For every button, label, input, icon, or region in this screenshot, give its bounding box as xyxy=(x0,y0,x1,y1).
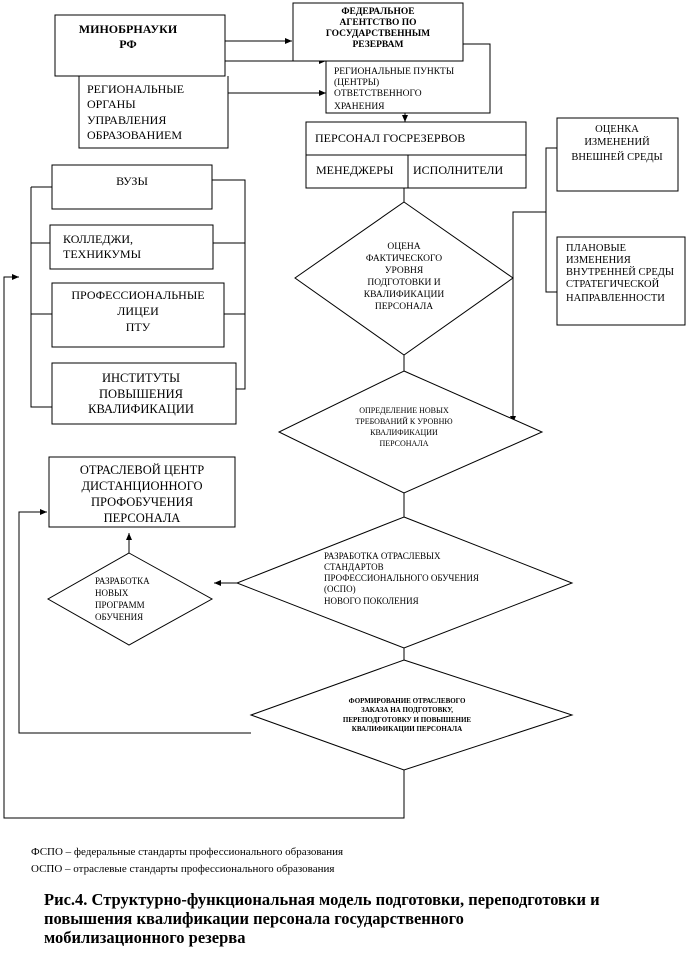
planned-changes-box xyxy=(556,236,686,326)
caption-line-1: Рис.4. Структурно-функциональная модель … xyxy=(44,890,600,909)
figure-caption: Рис.4. Структурно-функциональная модель … xyxy=(44,890,684,947)
lyceums-line-3: ПТУ xyxy=(126,320,151,334)
minobrnauki-line-1: МИНОБРНАУКИ xyxy=(79,22,178,36)
note-ospo: ОСПО – отраслевые стандарты профессионал… xyxy=(31,863,335,875)
executors-label: ИСПОЛНИТЕЛИ xyxy=(413,163,504,177)
agency-line-4: РЕЗЕРВАМ xyxy=(353,40,404,50)
agency-line-1: ФЕДЕРАЛЬНОЕ xyxy=(341,7,414,17)
institutes-box xyxy=(51,362,237,425)
assessment-line-3: УРОВНЯ xyxy=(385,266,424,276)
lyceums-line-1: ПРОФЕССИОНАЛЬНЫЕ xyxy=(71,288,204,302)
distance-center-line-2: ДИСТАНЦИОННОГО xyxy=(81,479,202,493)
distance-center-line-1: ОТРАСЛЕВОЙ ЦЕНТР xyxy=(80,463,204,477)
arrow-env-to-requirements xyxy=(510,211,546,423)
programs-diamond xyxy=(46,552,214,646)
minobrnauki-box xyxy=(54,14,226,77)
colleges-box xyxy=(49,224,214,270)
distance-center-line-4: ПЕРСОНАЛА xyxy=(104,511,181,525)
order-line-3: ПЕРЕПОДГОТОВКУ И ПОВЫШЕНИЕ xyxy=(343,716,472,724)
regional-points-box xyxy=(325,43,491,114)
external-change-box xyxy=(556,117,679,192)
regional-organs-line-4: ОБРАЗОВАНИЕМ xyxy=(87,128,182,142)
lyceums-line-2: ЛИЦЕИ xyxy=(117,304,159,318)
personnel-title: ПЕРСОНАЛ ГОСРЕЗЕРВОВ xyxy=(315,131,465,145)
requirements-line-4: ПЕРСОНАЛА xyxy=(379,439,428,448)
planned-changes-line-5: НАПРАВЛЕННОСТИ xyxy=(566,293,665,304)
requirements-line-2: ТРЕБОВАНИЙ К УРОВНЮ xyxy=(355,417,452,426)
planned-changes-line-2: ИЗМЕНЕНИЯ xyxy=(566,255,631,266)
assessment-line-5: КВАЛИФИКАЦИИ xyxy=(364,290,445,300)
external-change-line-3: ВНЕШНЕЙ СРЕДЫ xyxy=(571,151,662,163)
assessment-line-6: ПЕРСОНАЛА xyxy=(375,302,433,312)
order-line-1: ФОРМИРОВАНИЕ ОТРАСЛЕВОГО xyxy=(349,697,466,705)
planned-changes-line-1: ПЛАНОВЫЕ xyxy=(566,243,626,254)
planned-changes-line-3: ВНУТРЕННЕЙ СРЕДЫ xyxy=(566,266,674,278)
standards-line-2: СТАНДАРТОВ xyxy=(324,562,384,572)
planned-changes-line-4: СТРАТЕГИЧЕСКОЙ xyxy=(566,278,660,290)
agency-line-3: ГОСУДАРСТВЕННЫМ xyxy=(326,29,430,39)
distance-center-line-3: ПРОФОБУЧЕНИЯ xyxy=(91,495,193,509)
connectors xyxy=(3,38,557,819)
agency-box xyxy=(292,2,464,62)
regional-organs-line-3: УПРАВЛЕНИЯ xyxy=(87,113,166,127)
programs-line-4: ОБУЧЕНИЯ xyxy=(95,612,143,622)
colleges-line-2: ТЕХНИКУМЫ xyxy=(63,247,142,261)
bracket-env-factors xyxy=(545,147,557,293)
caption-line-2: повышения квалификации персонала государ… xyxy=(44,909,464,928)
regional-points-line-3: ОТВЕТСТВЕННОГО xyxy=(334,89,422,99)
minobrnauki-line-2: РФ xyxy=(119,37,136,51)
standards-line-4: (ОСПО) xyxy=(324,584,356,594)
assessment-line-4: ПОДГОТОВКИ И xyxy=(367,278,440,288)
standards-diamond xyxy=(235,516,574,649)
order-diamond xyxy=(249,659,574,771)
standards-line-3: ПРОФЕССИОНАЛЬНОГО ОБУЧЕНИЯ xyxy=(324,573,479,583)
note-fspo: ФСПО – федеральные стандарты профессиона… xyxy=(31,846,344,858)
bracket-left xyxy=(30,187,52,408)
order-line-2: ЗАКАЗА НА ПОДГОТОВКУ, xyxy=(361,706,453,714)
colleges-line-1: КОЛЛЕДЖИ, xyxy=(63,232,133,246)
flow-diagram: МИНОБРНАУКИ РФ ФЕДЕРАЛЬНОЕ АГЕНТСТВО ПО … xyxy=(3,2,686,819)
agency-line-2: АГЕНТСТВО ПО xyxy=(339,18,416,28)
programs-line-1: РАЗРАБОТКА xyxy=(95,576,150,586)
standards-line-5: НОВОГО ПОКОЛЕНИЯ xyxy=(324,596,419,606)
assessment-line-1: ОЦЕНА xyxy=(387,242,420,252)
requirements-line-1: ОПРЕДЕЛЕНИЕ НОВЫХ xyxy=(359,406,449,415)
regional-organs-box xyxy=(78,76,229,149)
regional-points-line-2: (ЦЕНТРЫ) xyxy=(334,77,379,88)
caption-line-3: мобилизационного резерва xyxy=(44,928,246,947)
programs-line-3: ПРОГРАММ xyxy=(95,600,145,610)
institutes-line-1: ИНСТИТУТЫ xyxy=(102,371,180,385)
external-change-line-1: ОЦЕНКА xyxy=(595,124,639,135)
regional-points-line-1: РЕГИОНАЛЬНЫЕ ПУНКТЫ xyxy=(334,67,454,77)
institutes-line-2: ПОВЫШЕНИЯ xyxy=(99,387,183,401)
feedback-line-outer xyxy=(3,274,405,819)
managers-label: МЕНЕДЖЕРЫ xyxy=(316,163,394,177)
requirements-diamond xyxy=(277,370,544,494)
universities-box xyxy=(51,164,213,210)
bracket-right xyxy=(212,179,246,390)
assessment-diamond xyxy=(294,201,514,356)
abbreviation-notes: ФСПО – федеральные стандарты профессиона… xyxy=(31,844,343,878)
regional-organs-line-1: РЕГИОНАЛЬНЫЕ xyxy=(87,82,184,96)
assessment-line-2: ФАКТИЧЕСКОГО xyxy=(366,254,442,264)
regional-organs-line-2: ОРГАНЫ xyxy=(87,97,136,111)
lyceums-box xyxy=(51,282,225,348)
external-change-line-2: ИЗМЕНЕНИЙ xyxy=(584,136,650,148)
universities-label: ВУЗЫ xyxy=(116,174,148,188)
standards-line-1: РАЗРАБОТКА ОТРАСЛЕВЫХ xyxy=(324,551,441,561)
distance-center-box xyxy=(48,456,236,528)
feedback-line-inner xyxy=(18,509,251,734)
programs-line-2: НОВЫХ xyxy=(95,588,129,598)
order-line-4: КВАЛИФИКАЦИИ ПЕРСОНАЛА xyxy=(352,725,462,733)
institutes-line-3: КВАЛИФИКАЦИИ xyxy=(88,402,194,416)
regional-points-line-4: ХРАНЕНИЯ xyxy=(334,102,385,112)
requirements-line-3: КВАЛИФИКАЦИИ xyxy=(370,428,438,437)
